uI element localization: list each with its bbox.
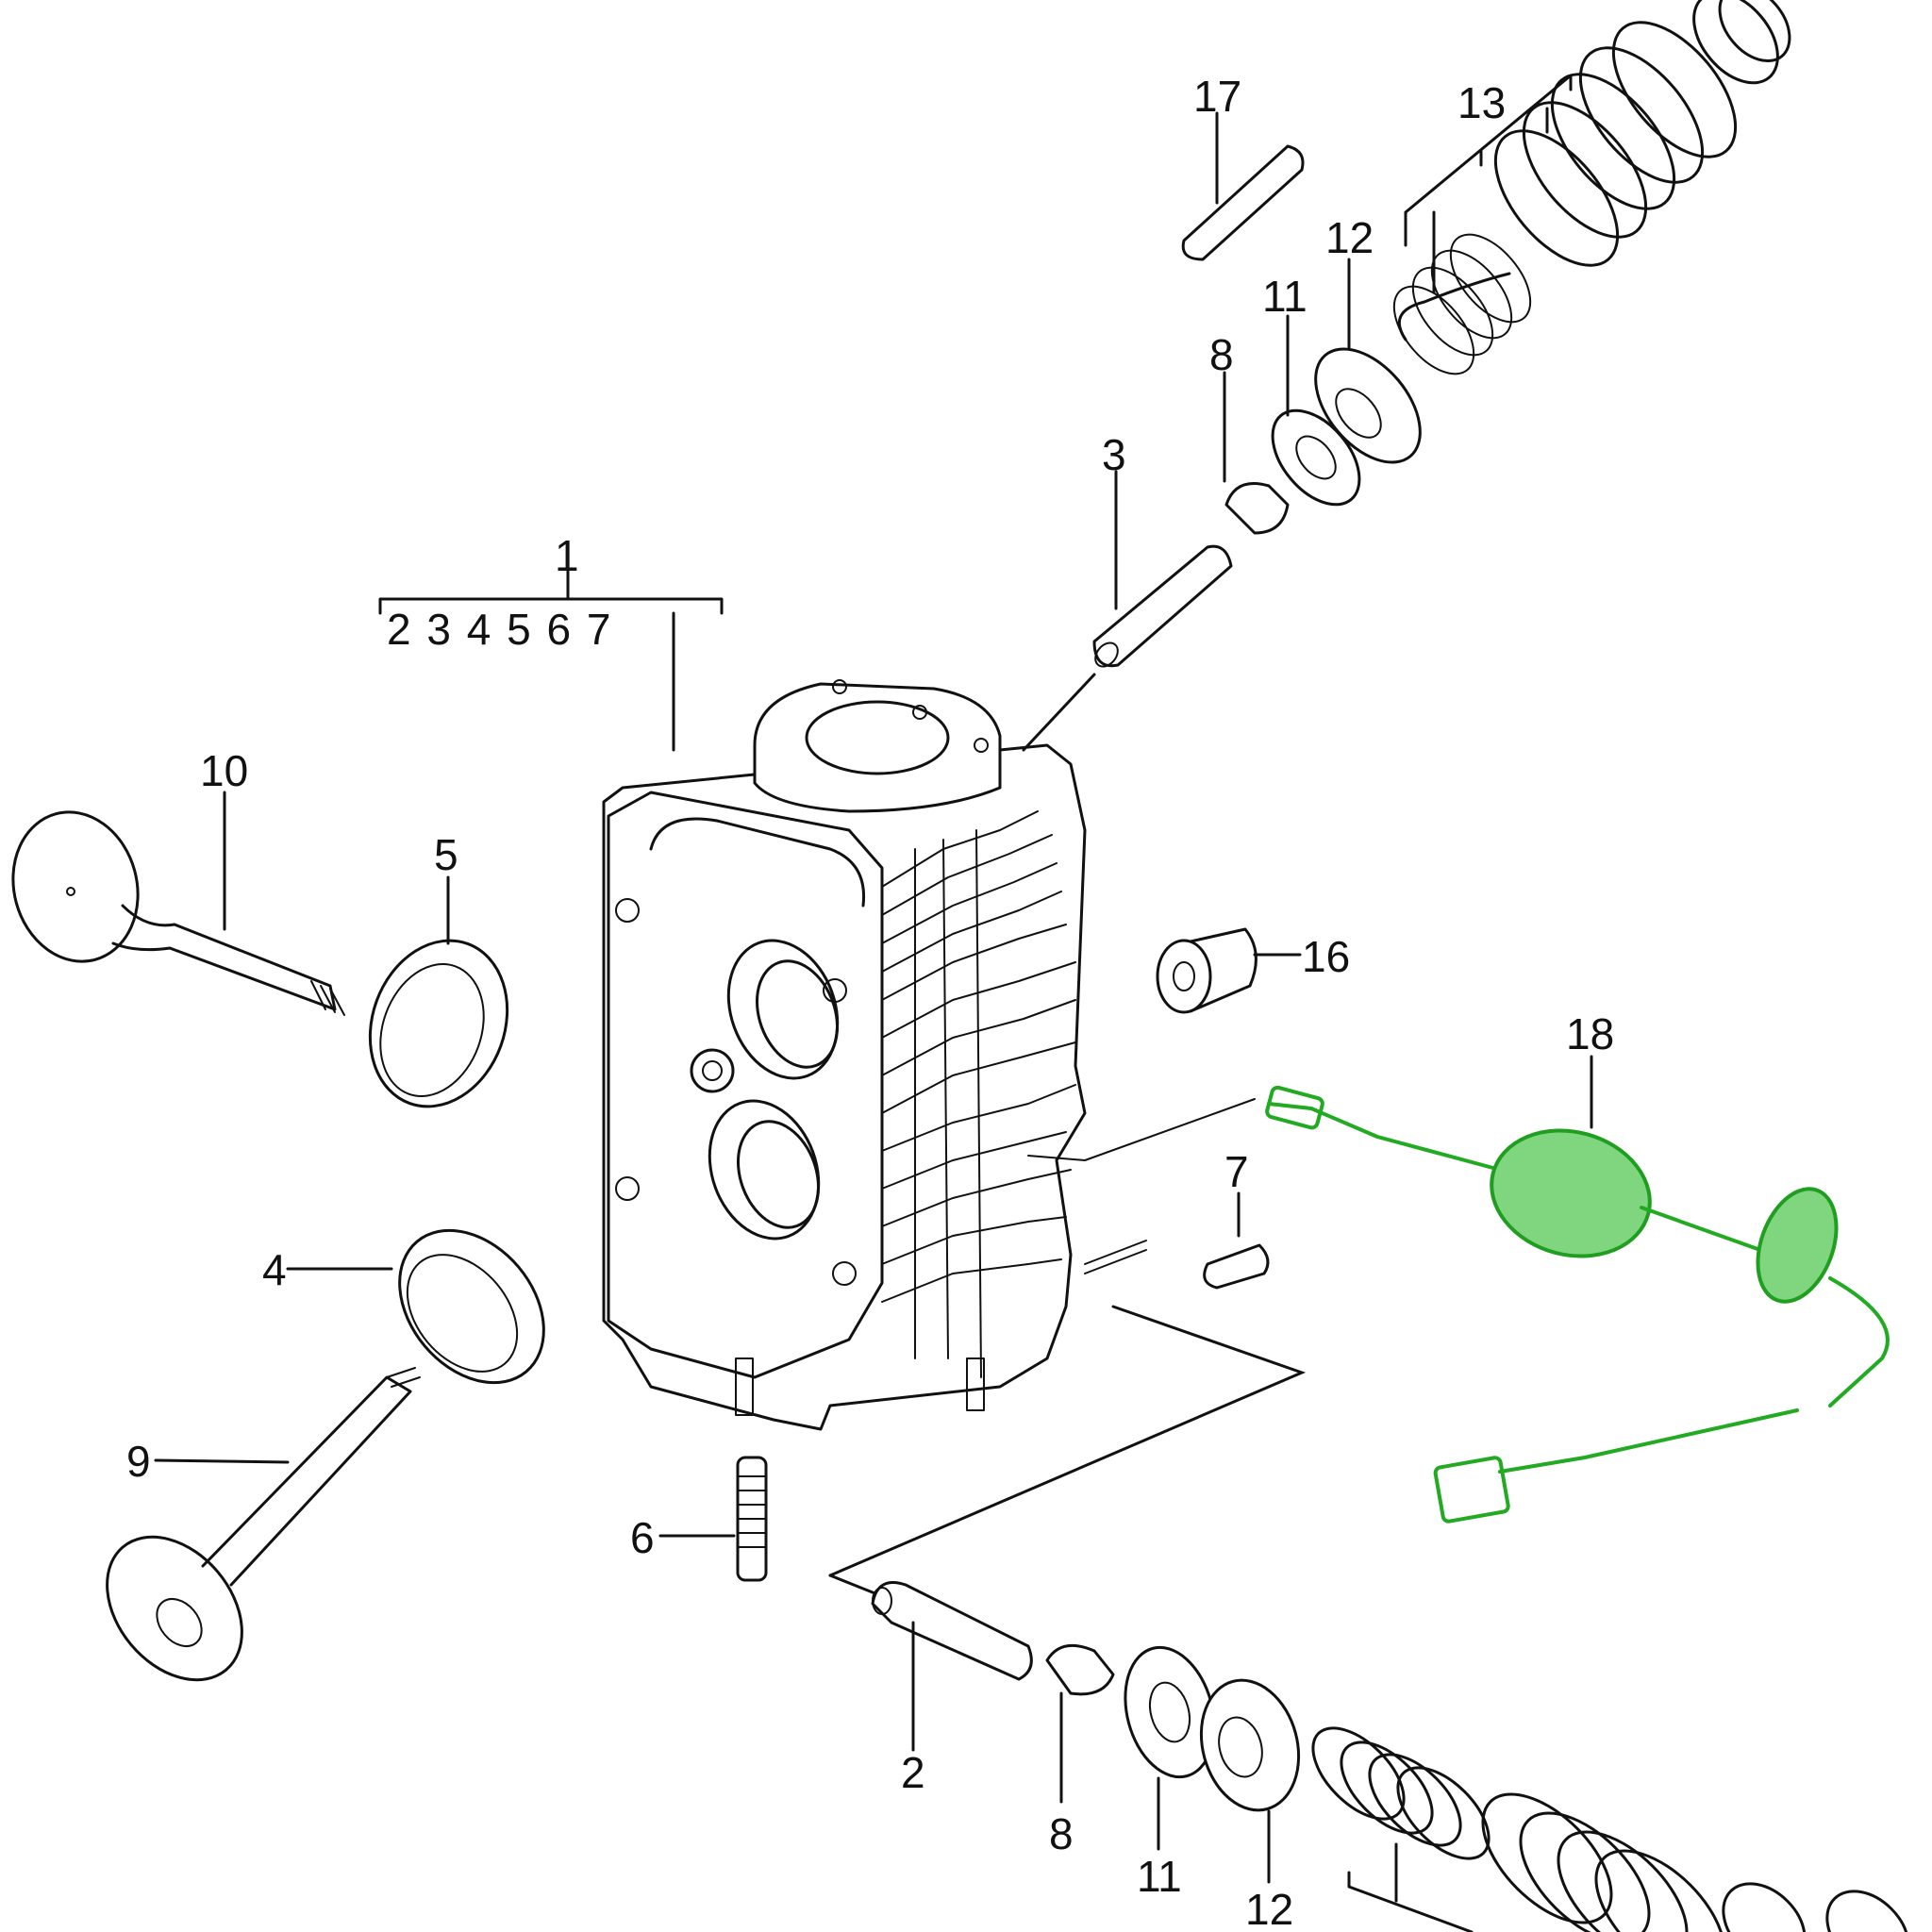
exhaust-valve[interactable] (79, 1367, 421, 1707)
callout-10: 10 (200, 746, 248, 795)
callout-18: 18 (1566, 1009, 1614, 1058)
temperature-sensor[interactable] (1027, 1085, 1890, 1524)
spring-seat-upper[interactable] (1295, 329, 1441, 481)
locating-pin[interactable] (1203, 1243, 1270, 1290)
dowel-pin[interactable] (1181, 144, 1305, 261)
valve-keeper-upper[interactable] (1224, 482, 1290, 535)
callout-2: 2 (901, 1748, 925, 1797)
callout-5: 5 (434, 830, 458, 879)
valve-guide-upper[interactable] (1091, 544, 1233, 671)
callout-12-upper: 12 (1325, 213, 1374, 262)
sealing-plug[interactable] (1156, 927, 1257, 1014)
valve-seat-ring-exhaust[interactable] (370, 1202, 573, 1410)
spring-seat-lower[interactable] (1188, 1669, 1313, 1821)
callout-13-upper: 13 (1457, 78, 1506, 127)
callout-11-upper: 11 (1262, 272, 1307, 321)
valve-springs-upper[interactable] (1379, 0, 1804, 388)
callout-7: 7 (1224, 1147, 1249, 1196)
valve-guide-lower[interactable] (871, 1581, 1033, 1681)
callout-9: 9 (126, 1437, 151, 1486)
valve-keeper-lower[interactable] (1045, 1643, 1115, 1696)
callout-11-lower: 11 (1137, 1852, 1182, 1901)
callout-16: 16 (1302, 932, 1350, 981)
callout-1-subparts: 2 3 4 5 6 7 (387, 605, 610, 654)
callout-8-upper: 8 (1209, 330, 1234, 379)
callout-4: 4 (262, 1245, 287, 1294)
callout-8-lower: 8 (1049, 1809, 1074, 1858)
callout-6: 6 (630, 1513, 655, 1562)
cylinder-head-stud[interactable] (736, 1456, 768, 1582)
cylinder-head[interactable] (602, 679, 1147, 1431)
callout-1: 1 (555, 531, 579, 580)
valve-springs-lower[interactable] (1297, 1712, 1924, 1932)
callout-12-lower: 12 (1245, 1885, 1293, 1932)
callout-17: 17 (1193, 72, 1241, 121)
callout-3: 3 (1102, 430, 1126, 479)
intake-valve[interactable] (0, 798, 345, 1016)
valve-seat-ring-intake[interactable] (347, 921, 529, 1125)
